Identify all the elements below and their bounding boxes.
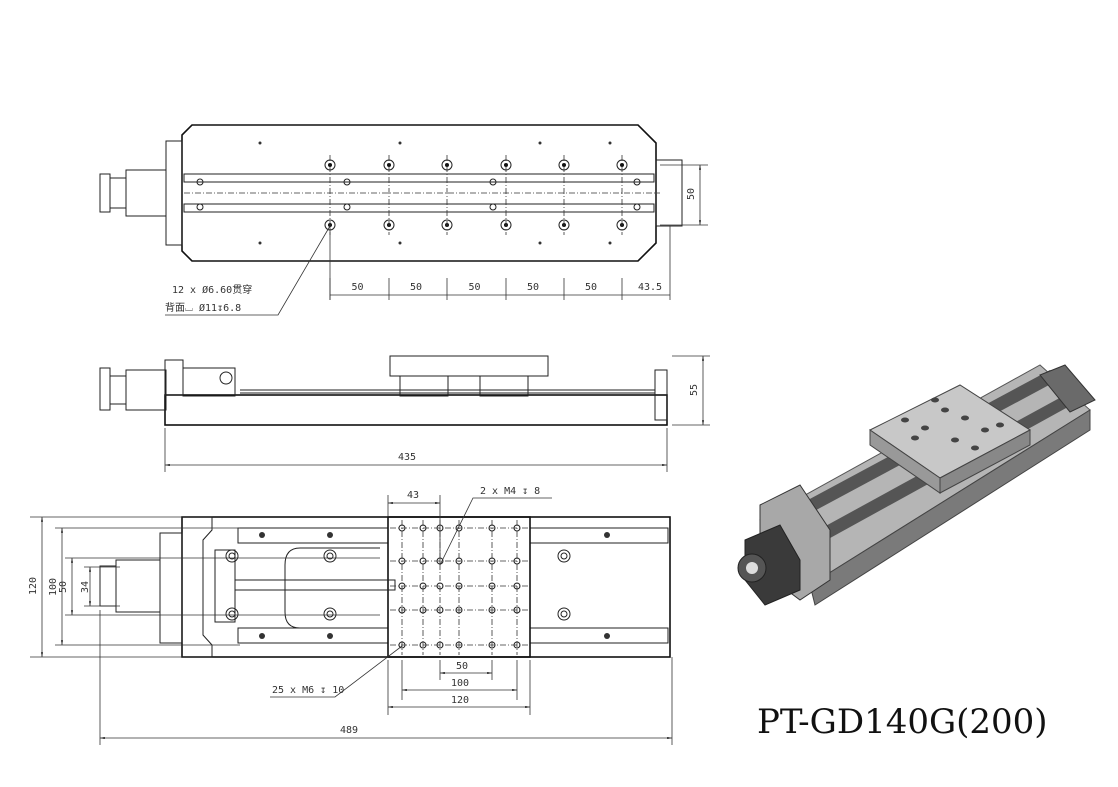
dim-50: 50 bbox=[58, 581, 69, 593]
dim-pitch: 50 bbox=[527, 282, 539, 293]
hole-center bbox=[562, 163, 566, 167]
dim-pitch: 50 bbox=[585, 282, 597, 293]
dim-pitch: 43.5 bbox=[638, 282, 662, 293]
rail-screw bbox=[489, 178, 497, 186]
counterbore-hole bbox=[323, 549, 337, 563]
note-m4: 2 x M4 ↧ 8 bbox=[480, 486, 540, 497]
rail-screw bbox=[327, 633, 333, 639]
dim-100: 100 bbox=[48, 578, 59, 596]
dim-489: 489 bbox=[340, 725, 358, 736]
dim-43: 43 bbox=[407, 490, 419, 501]
model-title: PT-GD140G(200) bbox=[757, 702, 1048, 742]
plate-hole bbox=[931, 397, 939, 403]
dim-side-height: 55 bbox=[689, 384, 700, 396]
counterbore-hole bbox=[225, 607, 239, 621]
small-hole bbox=[258, 241, 262, 245]
counterbore-inner bbox=[560, 552, 568, 560]
plate-hole bbox=[951, 437, 959, 443]
product-render bbox=[737, 364, 1096, 606]
dim-h50: 50 bbox=[456, 661, 468, 672]
counterbore-inner bbox=[560, 610, 568, 618]
small-hole bbox=[608, 141, 612, 145]
counterbore-hole bbox=[557, 607, 571, 621]
counterbore-hole bbox=[225, 549, 239, 563]
small-hole bbox=[538, 141, 542, 145]
dim-side-length: 435 bbox=[398, 452, 416, 463]
plate-hole bbox=[921, 425, 929, 431]
counterbore-hole bbox=[557, 549, 571, 563]
dim-pitch: 50 bbox=[410, 282, 422, 293]
dim-pitch: 50 bbox=[352, 282, 364, 293]
dim-top-width: 50 bbox=[686, 188, 697, 200]
rail-screw bbox=[196, 203, 204, 211]
side-view: 55 435 bbox=[99, 355, 710, 472]
plate-hole bbox=[911, 435, 919, 441]
plate-hole bbox=[971, 445, 979, 451]
dim-h120: 120 bbox=[451, 695, 469, 706]
small-hole bbox=[608, 241, 612, 245]
rail-screw bbox=[259, 633, 265, 639]
plate-hole bbox=[941, 407, 949, 413]
rail-screw bbox=[327, 532, 333, 538]
hole-note-1: 12 x Ø6.60贯穿 bbox=[172, 283, 252, 296]
counterbore-inner bbox=[228, 610, 236, 618]
small-hole bbox=[538, 241, 542, 245]
rail-screw bbox=[633, 178, 641, 186]
hole-note-2: 背面⌴ Ø11↧6.8 bbox=[165, 301, 241, 314]
small-hole bbox=[398, 241, 402, 245]
plate-hole bbox=[961, 415, 969, 421]
dim-h100: 100 bbox=[451, 678, 469, 689]
rail-screw bbox=[633, 203, 641, 211]
dim-pitch: 50 bbox=[469, 282, 481, 293]
top-view: 50 50 50 50 50 50 43.5 12 x Ø6.60贯穿 背面⌴ Ø11↧6… bbox=[99, 124, 708, 316]
counterbore-inner bbox=[326, 552, 334, 560]
plate-hole bbox=[901, 417, 909, 423]
rail-screw bbox=[343, 178, 351, 186]
counterbore-inner bbox=[326, 610, 334, 618]
rail-screw bbox=[196, 178, 204, 186]
plate-hole bbox=[981, 427, 989, 433]
hole-center bbox=[504, 163, 508, 167]
rail-screw bbox=[259, 532, 265, 538]
small-hole bbox=[398, 141, 402, 145]
hole-center bbox=[620, 163, 624, 167]
small-hole bbox=[258, 141, 262, 145]
bottom-view: 120 100 50 34 43 2 x M4 ↧ 8 50 100 120 bbox=[28, 486, 673, 745]
rail-screw bbox=[604, 532, 610, 538]
hole-center bbox=[328, 163, 332, 167]
dim-34: 34 bbox=[80, 581, 91, 593]
rail-screw bbox=[489, 203, 497, 211]
counterbore-hole bbox=[323, 607, 337, 621]
hole-center bbox=[445, 163, 449, 167]
hole-center bbox=[387, 163, 391, 167]
note-m6: 25 x M6 ↧ 10 bbox=[272, 685, 344, 696]
counterbore-inner bbox=[228, 552, 236, 560]
dim-120: 120 bbox=[28, 577, 39, 595]
rail-screw bbox=[343, 203, 351, 211]
rail-screw bbox=[604, 633, 610, 639]
plate-hole bbox=[996, 422, 1004, 428]
